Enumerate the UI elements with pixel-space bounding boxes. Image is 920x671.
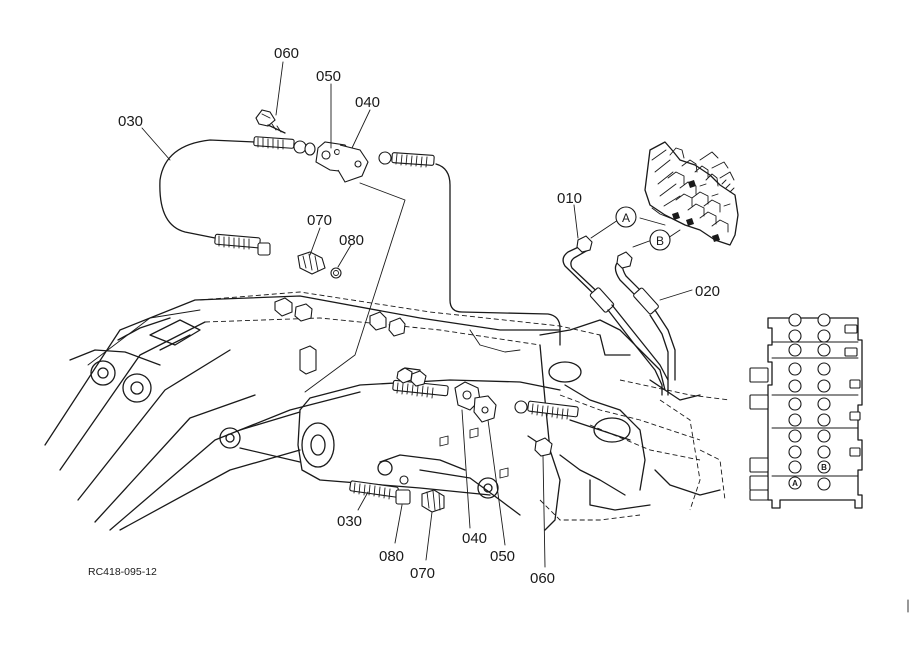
label-080-lower: 080 xyxy=(379,548,404,565)
part-labels: 060 050 040 030 070 080 010 020 030 080 … xyxy=(88,45,720,587)
control-valve-isometric xyxy=(644,141,739,246)
hose-end-fitting-upper xyxy=(253,136,316,156)
callout-marker-b-text: B xyxy=(656,234,664,248)
label-070-lower: 070 xyxy=(410,565,435,582)
label-060-upper: 060 xyxy=(274,45,299,62)
label-060-lower: 060 xyxy=(530,570,555,587)
label-050-lower: 050 xyxy=(490,548,515,565)
upper-hose-assembly xyxy=(159,109,561,393)
label-050-upper: 050 xyxy=(316,68,341,85)
adapter-070-upper xyxy=(297,251,342,279)
inset-marker-a-text: A xyxy=(792,479,798,488)
boom-outline xyxy=(44,291,601,531)
clamp-upper xyxy=(315,141,369,183)
lower-hose-assembly xyxy=(349,367,579,513)
label-020: 020 xyxy=(695,283,720,300)
label-040-upper: 040 xyxy=(355,94,380,111)
reference-code: RC418-095-12 xyxy=(88,566,157,578)
pipes-010-020 xyxy=(562,217,693,396)
valve-inset-view xyxy=(749,313,863,509)
fitting-right-upper xyxy=(378,151,435,168)
label-080-upper: 080 xyxy=(339,232,364,249)
cylinder-body xyxy=(219,379,561,516)
label-030-lower: 030 xyxy=(337,513,362,530)
swing-frame xyxy=(539,319,731,531)
inset-marker-a: A xyxy=(788,476,802,490)
label-040-lower: 040 xyxy=(462,530,487,547)
inset-marker-b: B xyxy=(817,460,831,474)
label-030-upper: 030 xyxy=(118,113,143,130)
inset-marker-b-text: B xyxy=(821,463,827,472)
callout-marker-a-text: A xyxy=(622,211,630,225)
label-010: 010 xyxy=(557,190,582,207)
label-070-upper: 070 xyxy=(307,212,332,229)
leader-lines xyxy=(141,61,579,568)
callout-marker-b: B xyxy=(649,229,671,251)
hose-end-fitting-lower xyxy=(214,233,271,256)
callout-marker-a: A xyxy=(615,206,637,228)
bolt-060-upper xyxy=(255,109,286,134)
